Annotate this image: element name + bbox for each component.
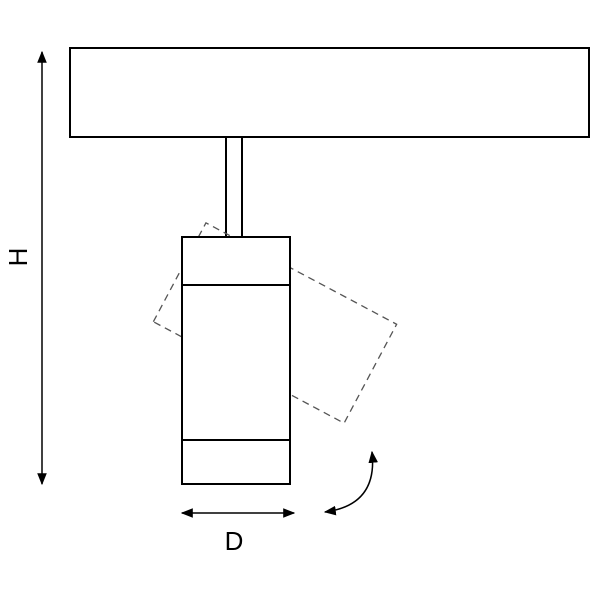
tilted-lamp-outline: [152, 221, 398, 425]
lamp-body: [181, 236, 291, 485]
diameter-label: D: [225, 526, 244, 556]
rotation-arrow: [323, 450, 378, 516]
height-label: H: [3, 248, 33, 267]
track-rail: [69, 47, 590, 138]
